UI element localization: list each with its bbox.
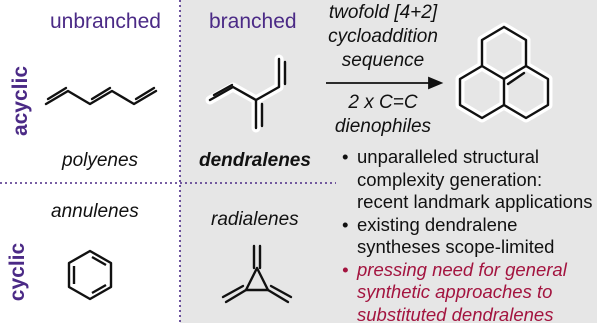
bullet-complexity: • unparalleled structural complexity gen…	[342, 146, 594, 214]
reaction-line-4: 2 x C=C	[322, 93, 444, 112]
header-branched: branched	[209, 11, 297, 32]
side-label-cyclic: cyclic	[6, 237, 30, 307]
reaction-line-2: cycloaddition	[322, 27, 444, 46]
bullet-line: substituted dendralenes	[357, 304, 553, 325]
dendralene-structure	[210, 59, 285, 128]
bullet-scope-limited: • existing dendralene syntheses scope-li…	[342, 214, 594, 259]
bullet-line: synthetic approaches to	[357, 281, 552, 302]
reaction-line-5: dienophiles	[322, 117, 444, 136]
benzene-structure	[69, 251, 111, 299]
bullet-pressing-need: • pressing need for general synthetic ap…	[342, 259, 594, 326]
bullet-line: syntheses scope-limited	[357, 236, 554, 257]
label-annulenes: annulenes	[51, 202, 139, 221]
header-unbranched: unbranched	[50, 11, 161, 32]
reaction-line-1: twofold [4+2]	[322, 3, 444, 22]
hexatriene-structure	[46, 88, 156, 104]
label-polyenes: polyenes	[62, 151, 138, 170]
label-radialenes: radialenes	[211, 210, 299, 229]
side-label-acyclic: acyclic	[9, 61, 33, 141]
bullet-line: recent landmark applications	[357, 191, 593, 212]
bullet-line: existing dendralene	[357, 214, 517, 235]
bullet-line: unparalleled structural	[357, 146, 539, 167]
label-dendralenes: dendralenes	[199, 151, 311, 170]
bullet-line: complexity generation:	[357, 169, 542, 190]
product-structure	[460, 27, 548, 118]
bullet-line: pressing need for general	[357, 259, 567, 280]
radialene-structure	[223, 246, 291, 302]
bullet-list: • unparalleled structural complexity gen…	[342, 146, 594, 326]
reaction-arrow	[326, 78, 441, 88]
reaction-line-3: sequence	[322, 51, 444, 70]
